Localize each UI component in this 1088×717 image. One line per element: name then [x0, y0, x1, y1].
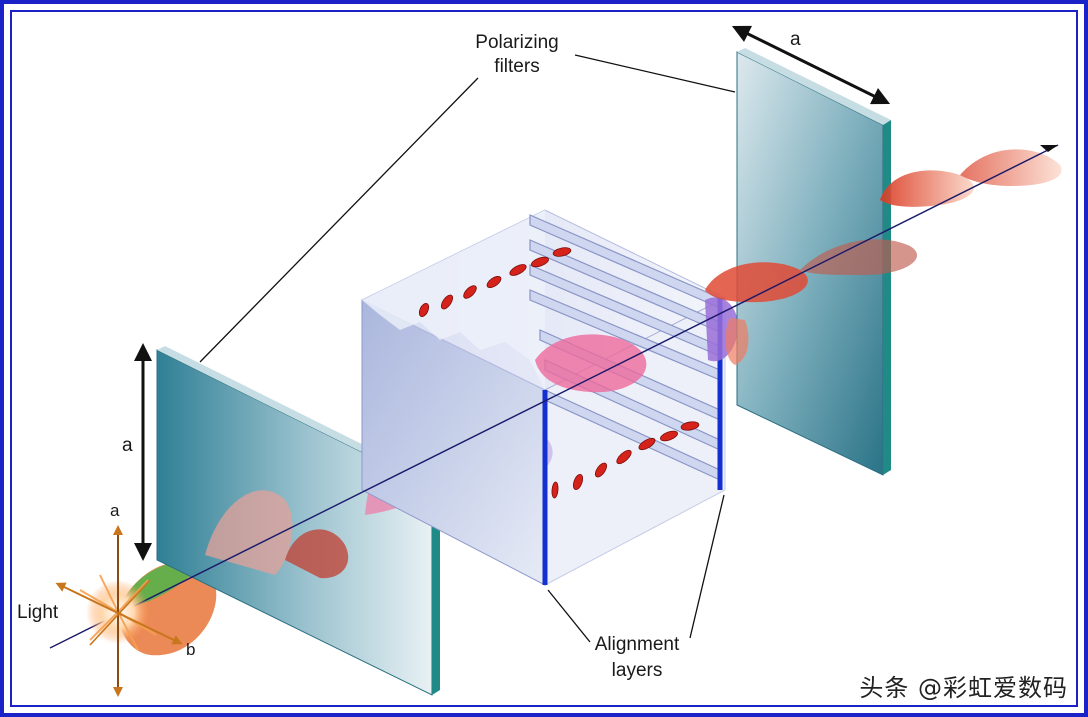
- label-alignment-layers-line1: Alignment: [595, 634, 680, 655]
- label-axis-b: b: [186, 640, 195, 659]
- watermark-text: 头条 @彩虹爱数码: [859, 674, 1068, 702]
- liquid-crystal-molecules: [418, 247, 700, 499]
- light-source: [55, 525, 183, 697]
- light-beam-axis: [49, 144, 1059, 649]
- label-light: Light: [17, 602, 59, 623]
- label-axis-a-small: a: [110, 501, 120, 520]
- label-polarizing-filters-line1: Polarizing: [475, 32, 558, 53]
- label-alignment-layers-line2: layers: [612, 660, 663, 681]
- liquid-crystal-cell: [360, 209, 739, 586]
- label-axis-a-top: a: [790, 29, 801, 50]
- diagram-frame-inner: [10, 10, 1078, 707]
- label-polarizing-filters-line2: filters: [494, 56, 539, 77]
- leader-lines: [199, 54, 736, 643]
- polarized-wave-horizontal: [705, 149, 1062, 365]
- dimension-arrow-top: [731, 25, 891, 105]
- label-axis-a-left: a: [122, 435, 133, 456]
